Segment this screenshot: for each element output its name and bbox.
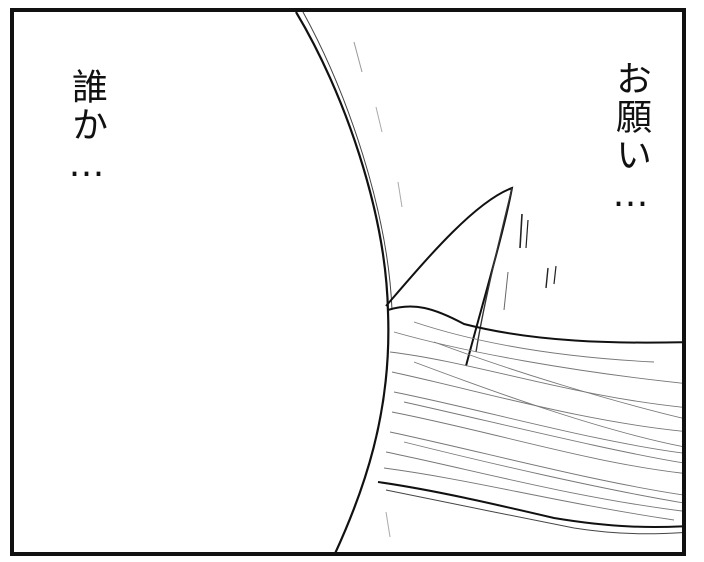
arm-top-edge [387, 305, 682, 344]
large-curved-outline [295, 12, 390, 552]
speech-text-right: お願い… [610, 60, 651, 217]
arm-hatching [383, 321, 682, 521]
arm-bottom-edge [377, 481, 682, 529]
manga-panel: 誰か… お願い… [10, 8, 686, 556]
speech-text-left: 誰か… [66, 68, 107, 187]
pointed-shape [385, 186, 514, 367]
panel-artwork [295, 12, 682, 552]
